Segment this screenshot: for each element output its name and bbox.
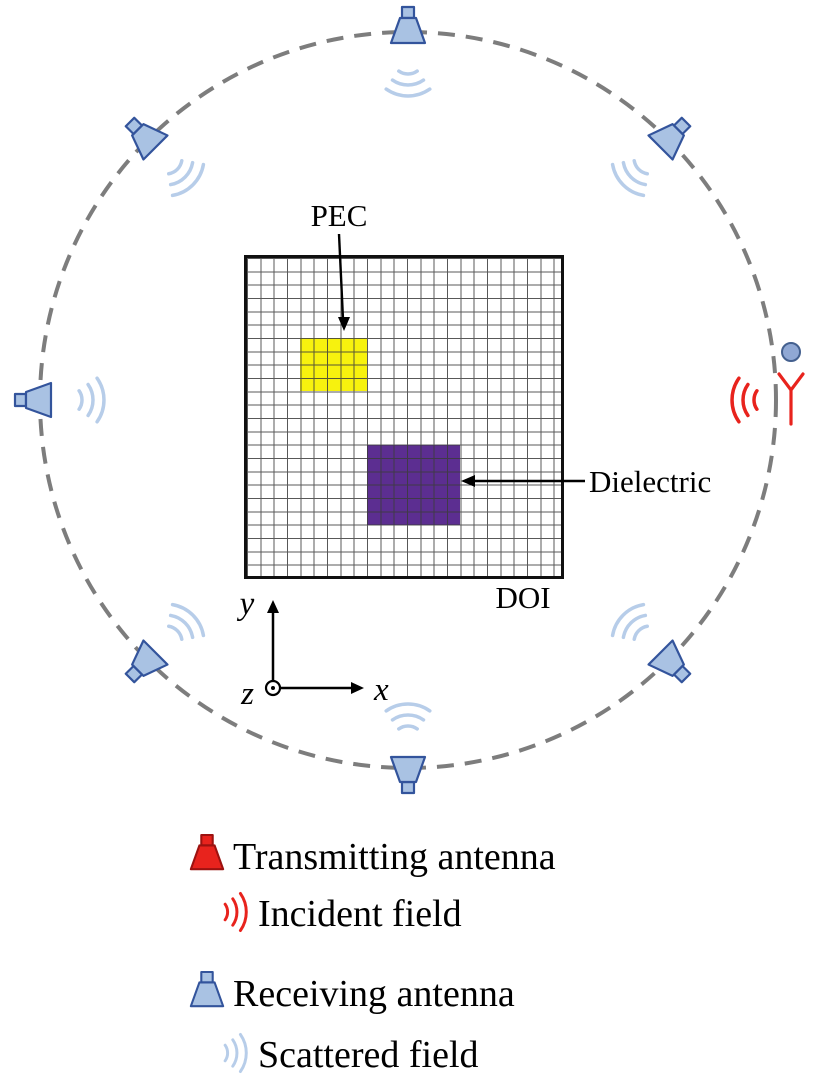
scattered-field-icon-top — [384, 69, 432, 98]
scattered-field-icon-legend — [223, 1032, 248, 1074]
incident-field-icon-right — [730, 376, 759, 424]
axis-x-label: x — [373, 672, 389, 708]
pec-arrow — [337, 233, 345, 320]
transmitting-antenna-icon — [777, 342, 805, 426]
receiving-antenna-icon-legend — [189, 970, 225, 1008]
dielectric-arrowhead-icon — [461, 475, 475, 487]
receiving-antenna-icon-top — [389, 5, 427, 45]
scattered-field-icon-bottom — [384, 702, 432, 731]
coordinate-axes: y x z — [237, 586, 389, 712]
axis-y-arrowhead-icon — [267, 600, 279, 613]
legend-label-transmitting: Transmitting antenna — [233, 836, 556, 878]
receiving-antenna-icon-bottom-left — [116, 639, 169, 692]
transmitting-antenna-icon-legend — [189, 833, 225, 871]
receiving-antenna-icon-bottom-right — [647, 639, 700, 692]
axis-y-label: y — [237, 586, 255, 622]
pec-label: PEC — [311, 198, 368, 233]
incident-field-icon-legend — [223, 891, 248, 933]
legend-label-receiving: Receiving antenna — [233, 973, 515, 1015]
receiving-antenna-icon-top-right — [647, 108, 700, 161]
antenna-ball-icon — [781, 342, 801, 362]
legend-label-incident: Incident field — [258, 893, 462, 935]
scattered-field-icon-bottom-left — [158, 597, 211, 650]
monopole-antenna-icon — [777, 372, 805, 426]
axis-z-dot-icon — [271, 686, 275, 690]
scattered-field-icon-left — [77, 376, 106, 424]
receiving-antenna-icon-top-left — [116, 108, 169, 161]
dielectric-label: Dielectric — [589, 464, 711, 499]
axis-x-arrowhead-icon — [351, 682, 364, 694]
legend-label-scattered: Scattered field — [258, 1034, 479, 1076]
receiving-antenna-icon-left — [13, 381, 53, 419]
legend: Transmitting antenna Incident field Rece… — [189, 833, 556, 1076]
scattered-field-icon-top-left — [158, 150, 211, 203]
doi-label: DOI — [495, 580, 550, 615]
pec-arrowhead-icon — [338, 317, 350, 331]
scattered-field-icon-bottom-right — [605, 597, 658, 650]
axis-z-label: z — [240, 676, 254, 712]
scattered-field-icon-top-right — [605, 150, 658, 203]
receiving-antenna-icon-bottom — [389, 755, 427, 795]
